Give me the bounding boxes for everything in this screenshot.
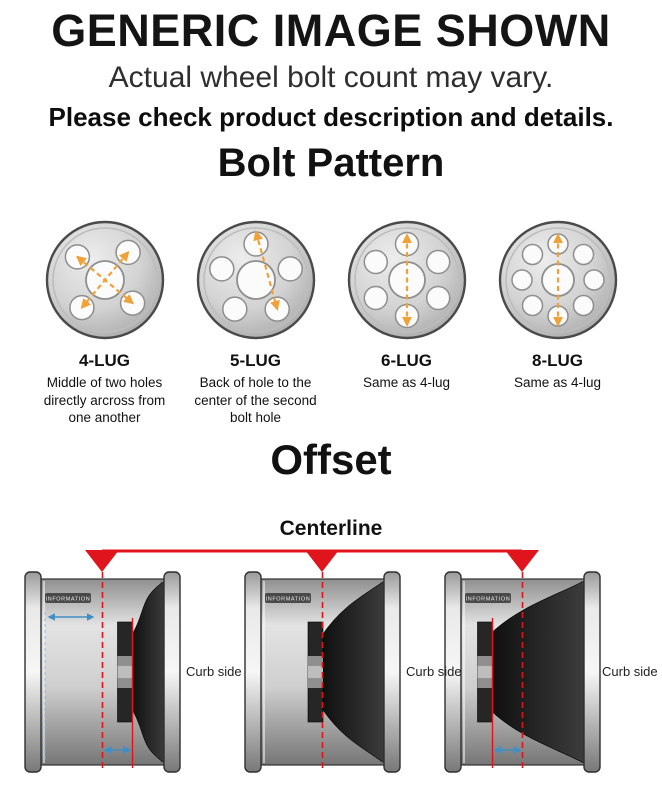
curb-side-label-zero: Curb side (406, 664, 462, 680)
subtitle: Actual wheel bolt count may vary. (108, 60, 554, 94)
8-lug-wheel-diagram (498, 221, 617, 340)
lug-column-5: 5-LUG Back of hole to the center of the … (180, 218, 331, 426)
lug-column-6: 6-LUG Same as 4-lug (331, 218, 482, 426)
lug-description-4: Middle of two holes directly arcross fro… (43, 375, 166, 425)
rim-watermark-box (265, 593, 311, 604)
centerline-marker-right (505, 550, 539, 573)
rim-watermark: INFORMATION (266, 597, 311, 603)
lug-description-6: Same as 4-lug (362, 375, 451, 391)
offset-diagram: INFORMATION (24, 549, 601, 773)
lug-label-5: 5-LUG (230, 351, 281, 371)
lug-label-8: 8-LUG (532, 351, 583, 371)
offset-diagram-canvas: INFORMATION (0, 546, 662, 798)
curb-side-label-negative: Curb side (602, 664, 658, 680)
note: Please check product description and det… (48, 101, 614, 132)
rim-watermark: INFORMATION (466, 597, 511, 603)
measure-line-skewed (252, 230, 280, 312)
lug-label-4: 4-LUG (79, 351, 130, 371)
bolt-pattern-title: Bolt Pattern (217, 141, 445, 186)
offset-title: Offset (270, 436, 392, 484)
offset-section: Offset Centerline (0, 436, 662, 800)
5-lug-wheel-diagram (196, 221, 315, 340)
measure-line-diagonal-2 (80, 251, 129, 310)
rim-watermark-box (465, 593, 511, 604)
wheel-cross-section-zero: INFORMATION (244, 571, 401, 773)
wheel-cross-section-positive: INFORMATION (24, 571, 181, 773)
lug-column-4: 4-LUG Middle of two holes directly arcro… (29, 218, 180, 426)
lug-description-5: Back of hole to the center of the second… (194, 375, 317, 425)
bolt-pattern-section: Bolt Pattern 4-LUG Middle of two holes d… (0, 141, 662, 426)
lug-column-8: 8-LUG Same as 4-lug (482, 218, 633, 426)
6-lug-wheel-diagram (347, 221, 466, 340)
lug-row: 4-LUG Middle of two holes directly arcro… (0, 218, 662, 426)
curb-side-label-positive: Curb side (186, 664, 242, 680)
wheel-cross-section-negative: INFORMATION (444, 571, 601, 773)
centerline-marker-left (85, 550, 119, 573)
rim-watermark: INFORMATION (46, 597, 91, 603)
4-lug-wheel-diagram (45, 221, 164, 340)
lug-description-8: Same as 4-lug (513, 375, 602, 391)
centerline-marker-center (305, 550, 339, 573)
page-title: GENERIC IMAGE SHOWN (51, 5, 611, 56)
centerline-label: Centerline (279, 517, 383, 541)
lug-label-6: 6-LUG (381, 351, 432, 371)
rim-watermark-box (45, 593, 91, 604)
